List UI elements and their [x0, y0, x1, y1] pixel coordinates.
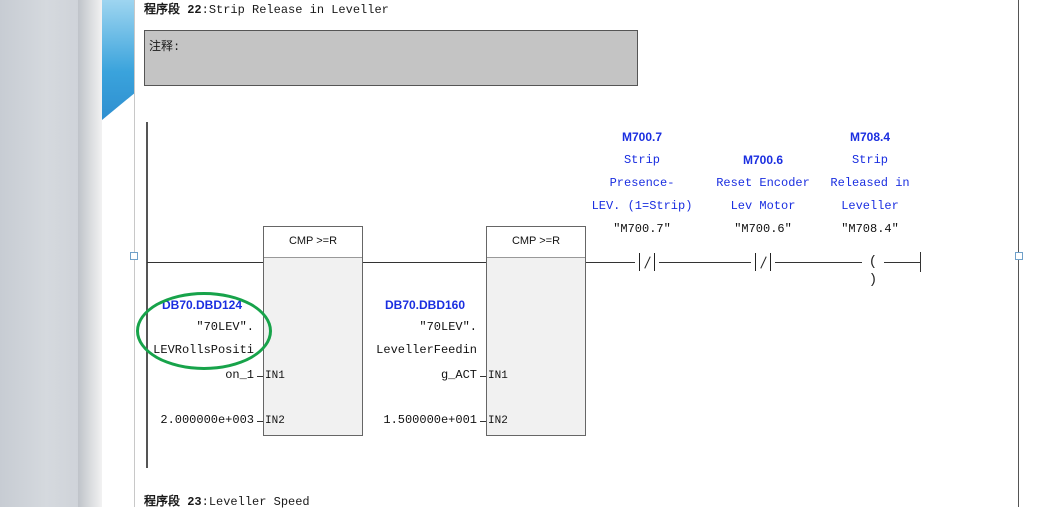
contact2-comment-line1: Reset Encoder [716, 176, 810, 190]
coil-comment-line2: Released in [830, 176, 910, 190]
cmp2-in1-symbol-suffix: g_ACT [440, 368, 477, 382]
highlight-ellipse [136, 292, 272, 370]
wire-rail-to-cmp1 [147, 262, 264, 263]
network-separator: : [201, 495, 209, 509]
coil-comment-line3: Leveller [841, 199, 899, 213]
contact1-address[interactable]: M700.7 [621, 130, 663, 144]
cmp2-in1-symbol-name: LevellerFeedin [376, 343, 477, 357]
selection-handle-left[interactable] [130, 252, 138, 260]
cmp2-in2-value[interactable]: 1.500000e+001 [383, 413, 477, 427]
cmp2-in2-stub [480, 421, 486, 422]
power-rail [146, 122, 148, 468]
cmp1-in1-stub [257, 376, 263, 377]
contact1-comment-line1: Strip [623, 153, 660, 167]
contact1-comment-line3: LEV. (1=Strip) [591, 199, 693, 213]
network-separator: : [201, 3, 209, 17]
cmp2-in1-stub [480, 376, 486, 377]
cmp-block-1-title: CMP >=R [264, 227, 362, 258]
contact1-comment-line2: Presence- [609, 176, 675, 190]
network-comment-box[interactable]: 注释: [144, 30, 638, 86]
wire-contact2-to-coil [775, 262, 862, 263]
network-number: 程序段 23 [144, 495, 202, 509]
contact2-symbol: "M700.6" [734, 222, 792, 236]
coil-symbol: "M708.4" [841, 222, 899, 236]
wire-contact1-to-contact2 [659, 262, 751, 263]
network-title: Leveller Speed [208, 495, 310, 509]
network-22-header: 程序段 22:Strip Release in Leveller [144, 0, 389, 17]
cmp2-in1-address[interactable]: DB70.DBD160 [385, 298, 466, 312]
wire-end-cap [920, 252, 921, 272]
coil-address[interactable]: M708.4 [849, 130, 891, 144]
right-strip [1019, 0, 1040, 507]
document-gutter [0, 0, 78, 507]
cmp1-pin-in2: IN2 [265, 415, 285, 427]
selection-handle-right[interactable] [1015, 252, 1023, 260]
cmp2-pin-in1: IN1 [488, 370, 508, 382]
page-shadow [78, 0, 102, 507]
cmp1-in2-stub [257, 421, 263, 422]
wire-cmp2-to-contact1 [585, 262, 635, 263]
comment-label: 注释: [149, 40, 181, 54]
cmp2-pin-in2: IN2 [488, 415, 508, 427]
cmp2-in1-symbol-db: "70LEV". [419, 320, 477, 334]
wire-coil-to-end [884, 262, 920, 263]
output-coil-icon[interactable]: ( ) [868, 254, 878, 288]
cmp-block-2-title: CMP >=R [487, 227, 585, 258]
coil-comment-line1: Strip [851, 153, 888, 167]
normally-closed-contact-icon[interactable] [635, 253, 659, 271]
cmp1-in1-symbol-suffix: on_1 [225, 368, 254, 382]
wire-cmp1-to-cmp2 [362, 262, 487, 263]
cmp-block-1[interactable]: CMP >=R IN1 IN2 [263, 226, 363, 436]
network-23-header: 程序段 23:Leveller Speed [144, 492, 310, 509]
contact1-symbol: "M700.7" [613, 222, 671, 236]
cmp-block-2[interactable]: CMP >=R IN1 IN2 [486, 226, 586, 436]
network-number: 程序段 22 [144, 3, 202, 17]
normally-closed-contact-icon[interactable] [751, 253, 775, 271]
contact2-address[interactable]: M700.6 [742, 153, 784, 167]
contact2-comment-line2: Lev Motor [730, 199, 796, 213]
cmp1-in2-value[interactable]: 2.000000e+003 [160, 413, 254, 427]
cmp1-pin-in1: IN1 [265, 370, 285, 382]
network-title: Strip Release in Leveller [208, 3, 389, 17]
